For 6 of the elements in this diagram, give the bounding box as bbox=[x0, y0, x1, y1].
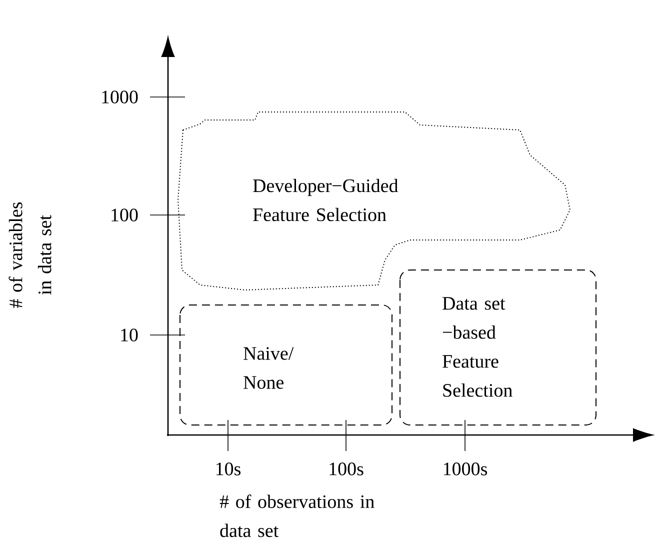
axis-title: # of observations in data set bbox=[220, 494, 374, 538]
axis-title: # of variables in data set bbox=[8, 202, 52, 308]
dotted-region: Developer−Guided Feature Selection bbox=[178, 112, 571, 290]
dashed-region: Naive/ None bbox=[180, 304, 392, 426]
dashed-region: Data set −based Feature Selection bbox=[400, 270, 596, 426]
axis-tick: 1000 bbox=[102, 90, 186, 104]
